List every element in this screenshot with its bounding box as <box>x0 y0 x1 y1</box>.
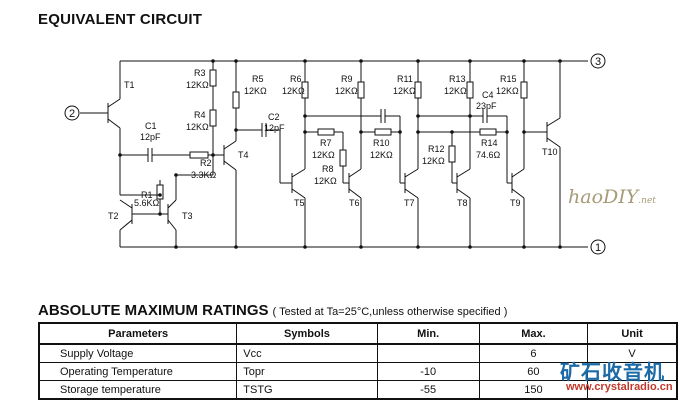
label-r2: R2 <box>200 158 212 168</box>
value-c4: 23pF <box>476 101 497 111</box>
label-t6: T6 <box>349 198 360 208</box>
header-max: Max. <box>478 323 588 345</box>
label-r5: R5 <box>252 74 264 84</box>
svg-text:3: 3 <box>595 56 601 68</box>
value-r7: 12KΩ <box>312 150 335 160</box>
equivalent-circuit-title: EQUIVALENT CIRCUIT <box>38 11 203 28</box>
svg-text:1: 1 <box>595 242 601 254</box>
label-t9: T9 <box>510 198 521 208</box>
value-r9: 12KΩ <box>335 86 358 96</box>
label-r10: R10 <box>373 138 390 148</box>
cell-parameter: Operating Temperature <box>39 362 237 381</box>
value-r4: 12KΩ <box>186 122 209 132</box>
label-c1: C1 <box>145 121 157 131</box>
label-r13: R13 <box>449 74 466 84</box>
value-r10: 12KΩ <box>370 150 393 160</box>
cell-unit: V <box>587 343 677 363</box>
label-r14: R14 <box>481 138 498 148</box>
cell-min <box>376 343 480 363</box>
ratings-header-row: Parameters Symbols Min. Max. Unit <box>39 323 677 345</box>
label-t5: T5 <box>294 198 305 208</box>
cell-parameter: Supply Voltage <box>39 343 237 363</box>
cell-unit <box>587 362 677 381</box>
value-r15: 12KΩ <box>496 86 519 96</box>
header-unit: Unit <box>587 323 677 345</box>
crystalradio-watermark: 矿石收音机 <box>560 362 665 384</box>
header-symbols: Symbols <box>236 323 378 345</box>
label-c4: C4 <box>482 90 494 100</box>
cell-min: -55 <box>376 380 480 399</box>
table-row: Operating Temperature Topr -10 60 <box>39 362 677 381</box>
value-r6: 12KΩ <box>282 86 305 96</box>
value-r11: 12KΩ <box>393 86 416 96</box>
terminal-1: 1 <box>590 239 606 255</box>
circuit-wires <box>80 60 588 248</box>
value-r1: 5.6KΩ <box>134 198 160 208</box>
label-t3: T3 <box>182 211 193 221</box>
equivalent-circuit-diagram: 1 2 3 T1 T2 T3 T4 T5 T6 T7 T8 T9 T10 R1 … <box>64 53 606 255</box>
label-t1: T1 <box>124 80 135 90</box>
haodiy-watermark-logo: haoDIY.net <box>568 186 656 208</box>
label-r7: R7 <box>320 138 332 148</box>
label-r8: R8 <box>322 164 334 174</box>
value-r5: 12KΩ <box>244 86 267 96</box>
value-r14: 74.6Ω <box>476 150 501 160</box>
value-c1: 12pF <box>140 132 161 142</box>
value-r2: 3.3KΩ <box>191 170 217 180</box>
label-r15: R15 <box>500 74 517 84</box>
label-r9: R9 <box>341 74 353 84</box>
label-t8: T8 <box>457 198 468 208</box>
cell-max: 60 <box>478 362 588 381</box>
terminal-2: 2 <box>64 105 80 121</box>
value-r13: 12KΩ <box>444 86 467 96</box>
table-row: Storage temperature TSTG -55 150 <box>39 380 677 399</box>
cell-min: -10 <box>376 362 480 381</box>
terminal-3: 3 <box>590 53 606 69</box>
label-t10: T10 <box>542 147 558 157</box>
header-min: Min. <box>376 323 480 345</box>
cell-symbol: Topr <box>236 362 378 381</box>
svg-text:2: 2 <box>69 108 75 120</box>
junction-dots <box>118 59 562 249</box>
cell-parameter: Storage temperature <box>39 380 237 399</box>
label-r12: R12 <box>428 144 445 154</box>
cell-max: 6 <box>478 343 588 363</box>
table-row: Supply Voltage Vcc 6 V <box>39 343 677 363</box>
value-r3: 12KΩ <box>186 80 209 90</box>
ratings-title: ABSOLUTE MAXIMUM RATINGS( Tested at Ta=2… <box>38 302 508 319</box>
ratings-note: ( Tested at Ta=25°C,unless otherwise spe… <box>272 306 508 318</box>
value-r12: 12KΩ <box>422 156 445 166</box>
cell-symbol: TSTG <box>236 380 378 399</box>
cell-unit <box>587 380 677 399</box>
header-parameters: Parameters <box>39 323 237 345</box>
crystalradio-url-watermark: www.crystalradio.cn <box>566 381 673 393</box>
label-t7: T7 <box>404 198 415 208</box>
cell-symbol: Vcc <box>236 343 378 363</box>
label-r3: R3 <box>194 68 206 78</box>
value-r8: 12KΩ <box>314 176 337 186</box>
ratings-table: Parameters Symbols Min. Max. Unit Supply… <box>38 322 678 400</box>
label-t2: T2 <box>108 211 119 221</box>
label-r4: R4 <box>194 110 206 120</box>
label-r6: R6 <box>290 74 302 84</box>
label-r11: R11 <box>397 74 413 84</box>
label-c2: C2 <box>268 112 280 122</box>
value-c2: 12pF <box>264 123 285 133</box>
label-r1: R1 <box>141 190 153 200</box>
cell-max: 150 <box>478 380 588 399</box>
label-t4: T4 <box>238 150 249 160</box>
